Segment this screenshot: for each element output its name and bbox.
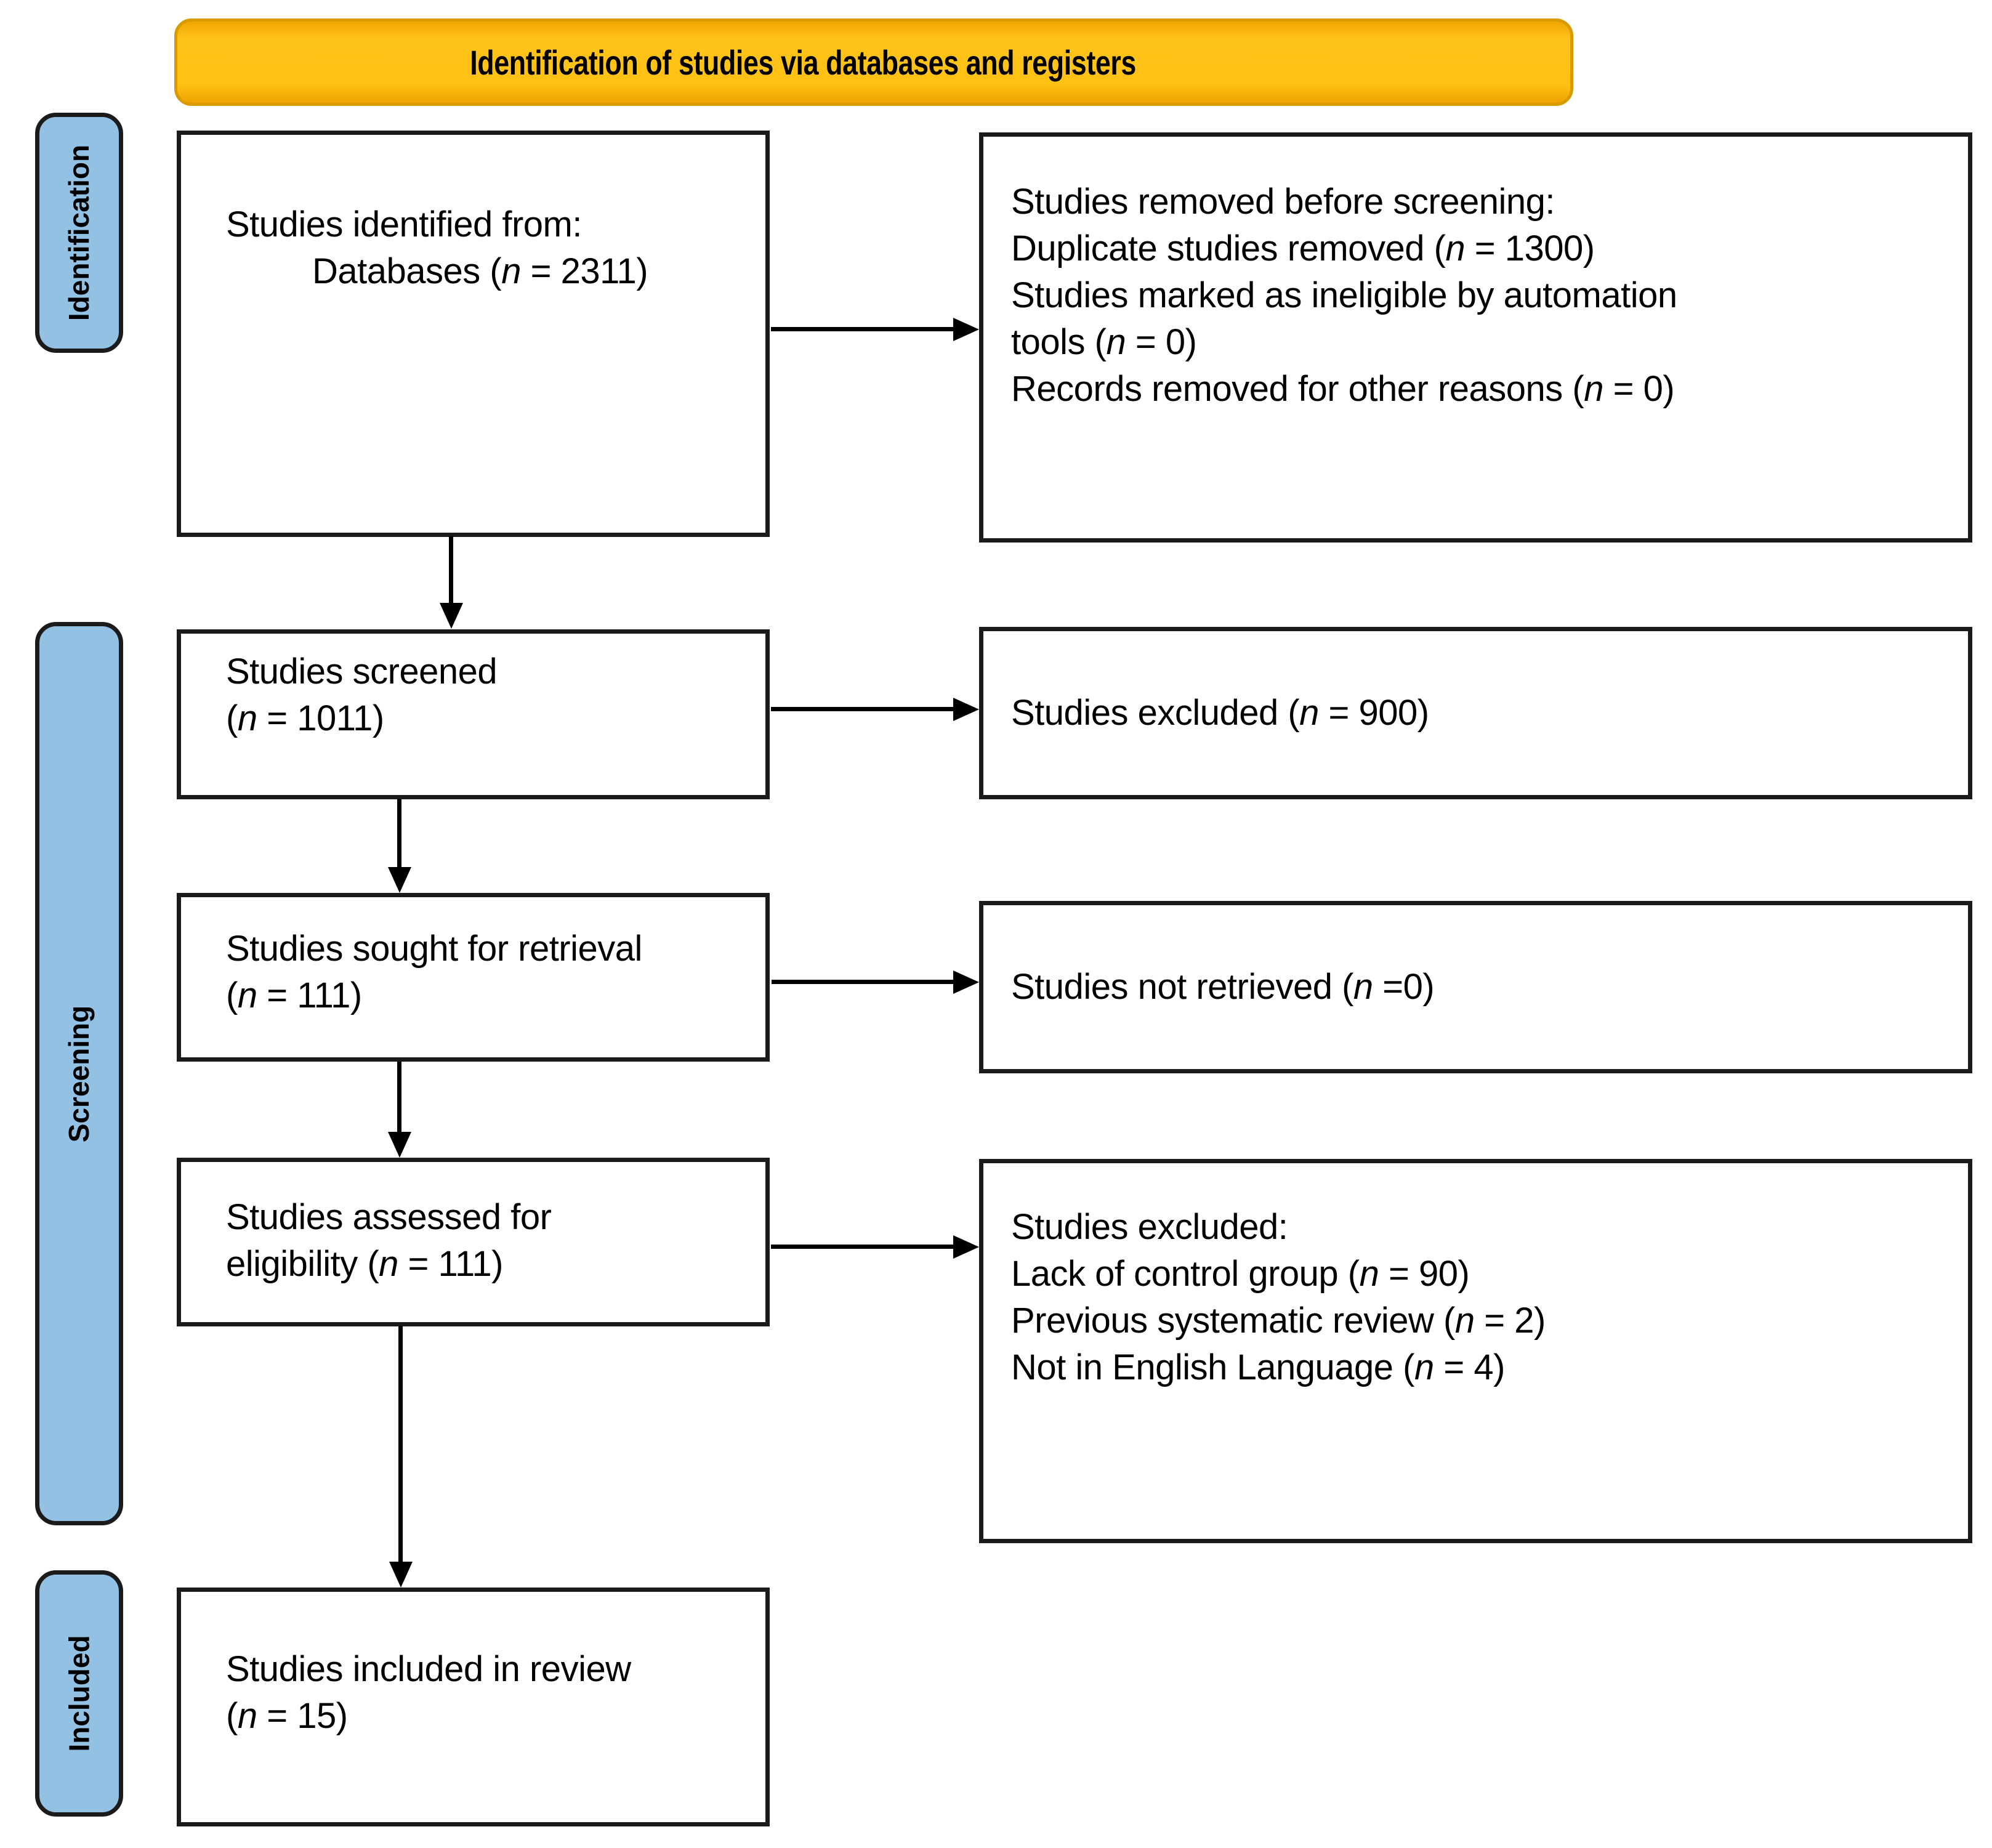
stage-label-included: Included (35, 1570, 123, 1817)
box-text-line: Studies excluded (n = 900) (1011, 693, 1429, 733)
stage-label-screening: Screening (35, 622, 123, 1525)
box-studies-assessed-for-eligibility: Studies assessed for eligibility (n = 11… (177, 1158, 770, 1326)
down-arrow-icon (439, 536, 463, 629)
box-text-line: tools (n = 0) (1011, 322, 1197, 362)
box-studies-sought-for-retrieval: Studies sought for retrieval (n = 111) (177, 893, 770, 1062)
right-arrow-icon (771, 317, 979, 341)
box-text-line: Studies identified from: (226, 204, 582, 244)
box-text-line: (n = 15) (226, 1696, 348, 1736)
box-text-line: (n = 111) (226, 975, 362, 1015)
box-studies-screened: Studies screened (n = 1011) (177, 629, 770, 799)
box-studies-not-retrieved: Studies not retrieved (n =0) (979, 901, 1972, 1073)
stage-label-text: Identification (63, 144, 95, 321)
box-studies-removed-before-screening: Studies removed before screening: Duplic… (979, 132, 1972, 543)
box-text-line: Databases (n = 2311) (312, 251, 648, 291)
header-banner: Identification of studies via databases … (174, 18, 1573, 106)
box-text-line: Studies included in review (226, 1649, 631, 1689)
right-arrow-icon (771, 1235, 979, 1259)
box-text-line: Records removed for other reasons (n = 0… (1011, 369, 1675, 409)
box-text-line: Duplicate studies removed (n = 1300) (1011, 228, 1595, 268)
stage-label-text: Included (63, 1635, 95, 1752)
box-text-line: Previous systematic review (n = 2) (1011, 1301, 1546, 1341)
box-text-line: Lack of control group (n = 90) (1011, 1254, 1470, 1294)
down-arrow-icon (387, 799, 411, 893)
box-studies-excluded-with-reasons: Studies excluded: Lack of control group … (979, 1159, 1972, 1543)
box-text-line: Studies screened (226, 652, 498, 692)
box-studies-identified: Studies identified from: Databases (n = … (177, 131, 770, 537)
stage-label-identification: Identification (35, 113, 123, 353)
box-studies-excluded: Studies excluded (n = 900) (979, 627, 1972, 799)
box-studies-included-in-review: Studies included in review (n = 15) (177, 1588, 770, 1826)
down-arrow-icon (387, 1062, 411, 1158)
right-arrow-icon (771, 697, 979, 721)
box-text-line: eligibility (n = 111) (226, 1244, 503, 1284)
box-text-line: Studies not retrieved (n =0) (1011, 967, 1435, 1007)
box-text-line: (n = 1011) (226, 698, 384, 738)
stage-label-text: Screening (63, 1005, 95, 1142)
right-arrow-icon (772, 970, 979, 994)
box-text-line: Studies removed before screening: (1011, 182, 1555, 222)
box-text-line: Studies marked as ineligible by automati… (1011, 275, 1677, 315)
box-text-line: Studies assessed for (226, 1197, 552, 1237)
box-text-line: Not in English Language (n = 4) (1011, 1347, 1505, 1387)
header-title: Identification of studies via databases … (470, 42, 1136, 82)
box-text-line: Studies excluded: (1011, 1207, 1288, 1247)
down-arrow-icon (389, 1326, 413, 1588)
box-text-line: Studies sought for retrieval (226, 929, 642, 969)
